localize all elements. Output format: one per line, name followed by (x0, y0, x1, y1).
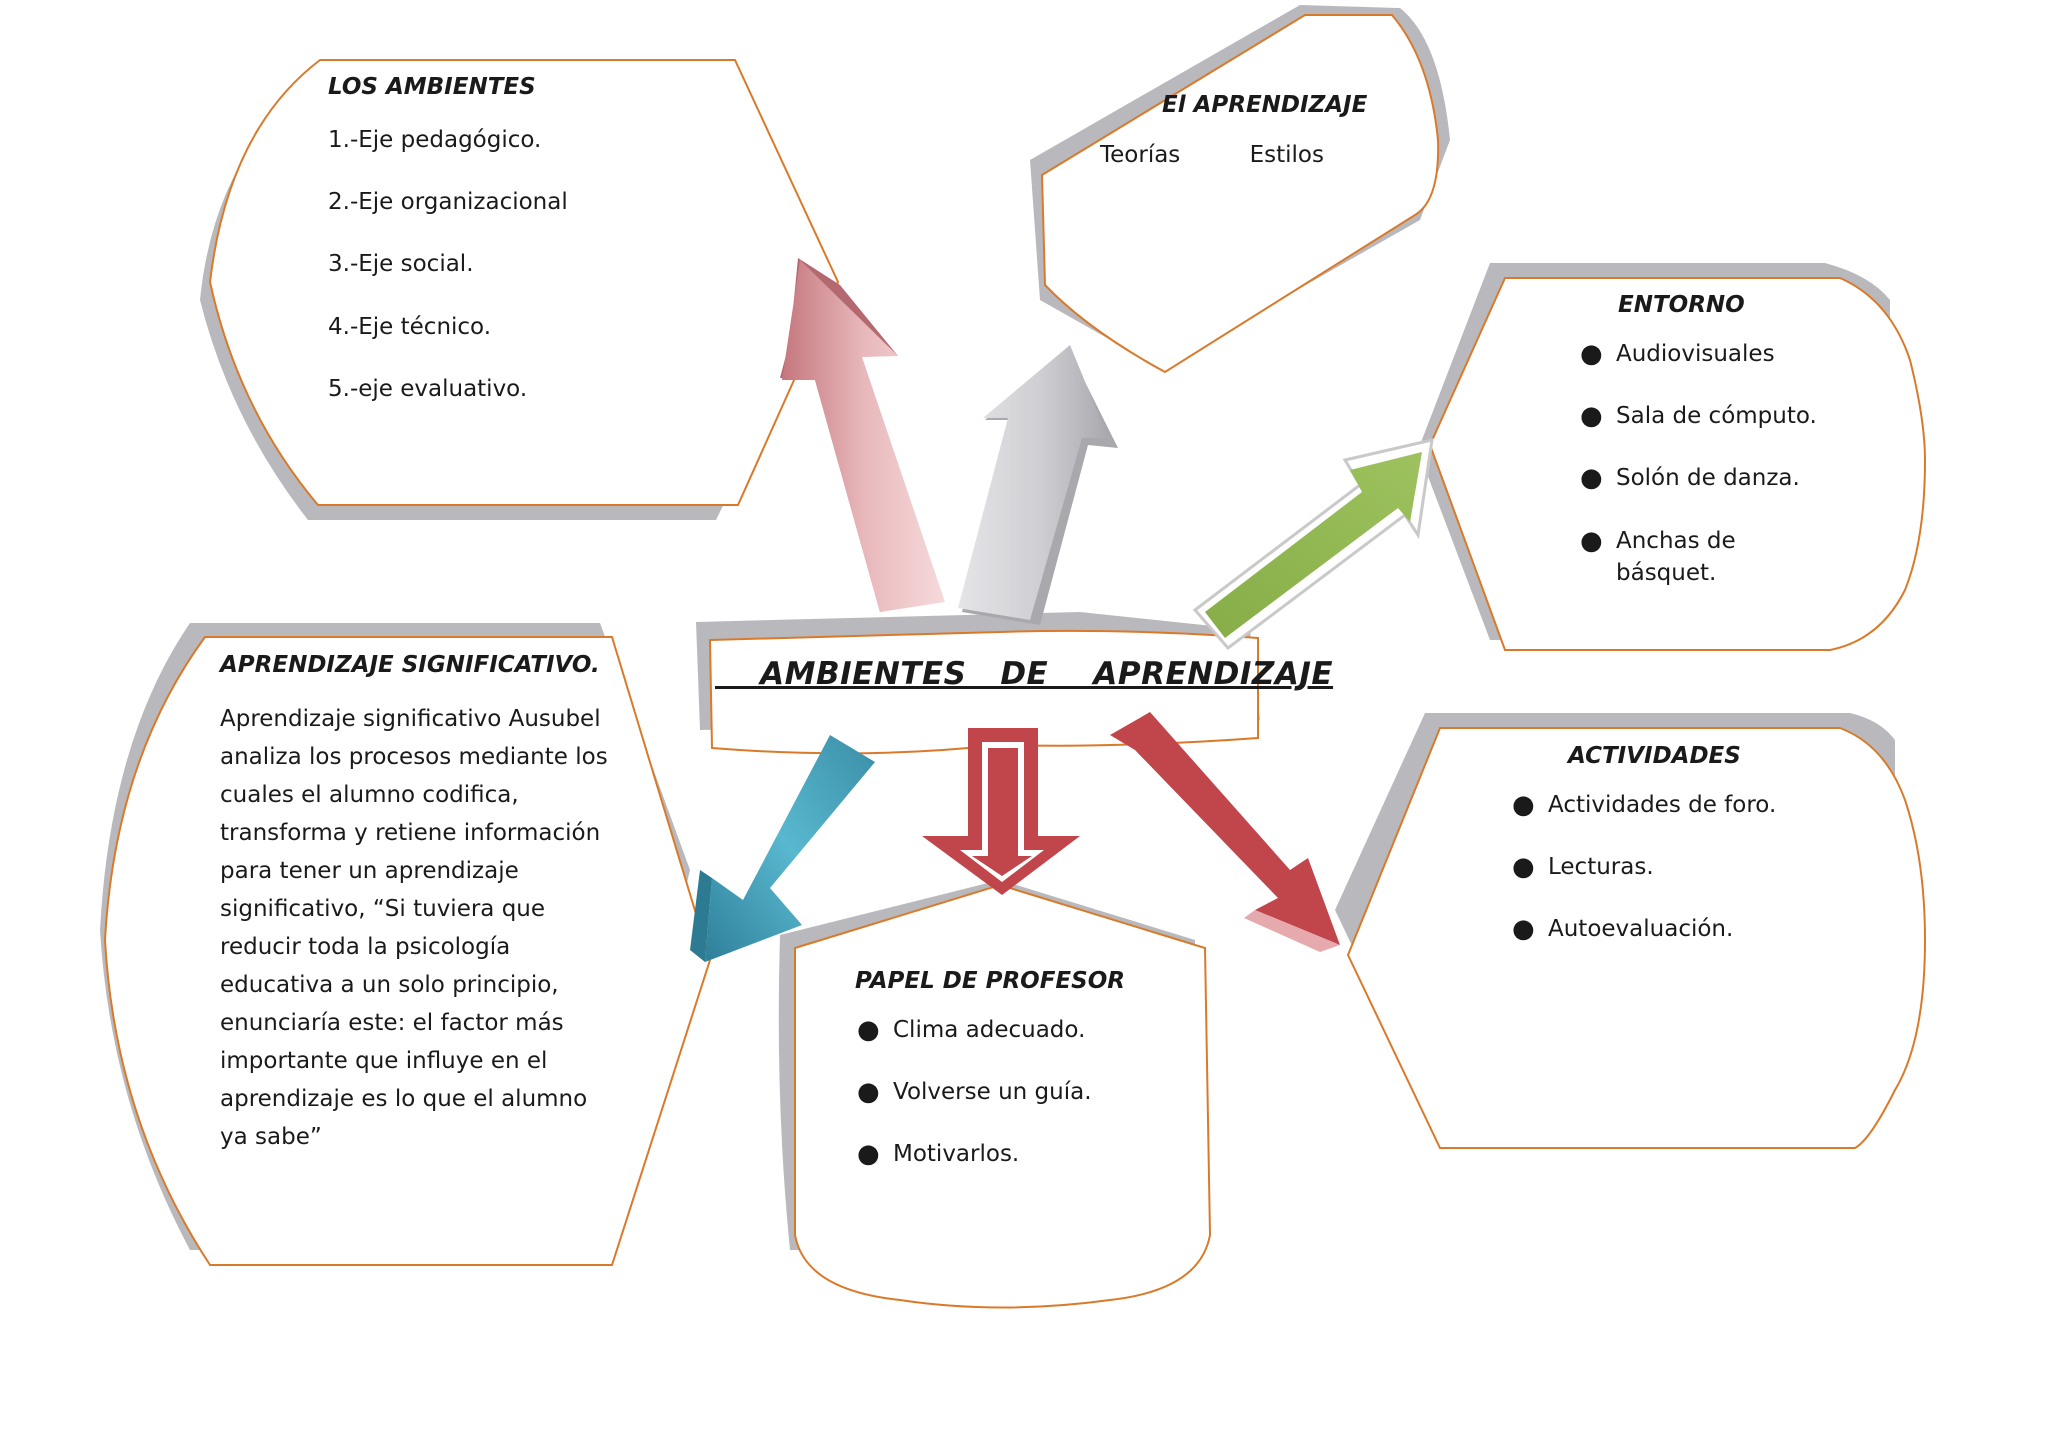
arrow-to-entorno (1192, 438, 1434, 651)
bullet-icon: ● (1512, 852, 1535, 883)
bullet-icon: ● (1512, 914, 1535, 945)
entorno-list: ●Audiovisuales ●Sala de cómputo. ●Solón … (1580, 338, 1836, 589)
papel-profesor-title: PAPEL DE PROFESOR (855, 968, 1125, 994)
arrow-to-aprendizaje-significativo (690, 735, 875, 962)
bullet-icon: ● (857, 1077, 880, 1108)
arrow-to-los-ambientes (780, 258, 945, 612)
actividades-item: ●Lecturas. (1512, 852, 1654, 883)
actividades-item: ●Actividades de foro. (1512, 790, 1777, 820)
los-ambientes-item: 3.-Eje social. (328, 251, 474, 278)
los-ambientes-item: 1.-Eje pedagógico. (328, 127, 542, 153)
panel-aprendizaje-significativo-shape (100, 623, 712, 1266)
actividades-title: ACTIVIDADES (1568, 743, 1741, 769)
papel-profesor-item: ●Clima adecuado. (857, 1015, 1086, 1045)
panel-aprendizaje-significativo: APRENDIZAJE SIGNIFICATIVO. Aprendizaje s… (220, 652, 620, 1156)
entorno-item: ●Anchas de básquet. (1580, 525, 1736, 586)
panel-entorno-shape (1418, 263, 1927, 651)
los-ambientes-item: 4.-Eje técnico. (328, 313, 492, 340)
panel-papel-profesor: PAPEL DE PROFESOR ●Clima adecuado. ●Volv… (855, 968, 1155, 1201)
arrow-to-el-aprendizaje (958, 345, 1118, 625)
arrow-to-actividades (1110, 712, 1340, 952)
papel-profesor-list: ●Clima adecuado. ●Volverse un guía. ●Mot… (857, 1014, 1155, 1171)
arrow-to-papel-profesor (922, 728, 1080, 895)
los-ambientes-title: LOS AMBIENTES (328, 74, 536, 100)
entorno-item: ●Audiovisuales (1580, 339, 1775, 369)
panel-el-aprendizaje: El APRENDIZAJE Teorías Estilos (1100, 92, 1400, 168)
los-ambientes-item: 5.-eje evaluativo. (328, 375, 528, 402)
el-aprendizaje-title: El APRENDIZAJE (1162, 92, 1368, 118)
papel-profesor-item: ●Volverse un guía. (857, 1077, 1092, 1108)
los-ambientes-item: 2.-Eje organizacional (328, 189, 568, 216)
el-aprendizaje-item-estilos: Estilos (1249, 142, 1324, 168)
panel-papel-profesor-shape (778, 880, 1212, 1309)
panel-los-ambientes-shape (200, 59, 840, 520)
bullet-icon: ● (1580, 339, 1603, 369)
el-aprendizaje-item-teorias: Teorías (1100, 142, 1181, 168)
center-title: AMBIENTES DE APRENDIZAJE (715, 656, 1334, 692)
panel-actividades-shape (1335, 713, 1927, 1149)
entorno-item: ●Solón de danza. (1580, 463, 1800, 494)
bullet-icon: ● (857, 1139, 880, 1170)
aprendizaje-significativo-body: Aprendizaje significativo Ausubel analiz… (220, 706, 608, 1150)
entorno-title: ENTORNO (1618, 292, 1745, 318)
bullet-icon: ● (857, 1015, 880, 1045)
entorno-item: ●Sala de cómputo. (1580, 401, 1817, 432)
panel-entorno: ENTORNO ●Audiovisuales ●Sala de cómputo.… (1580, 292, 1898, 619)
bullet-icon: ● (1580, 401, 1603, 432)
los-ambientes-list: 1.-Eje pedagógico. 2.-Eje organizacional… (328, 124, 748, 405)
panel-actividades: ACTIVIDADES ●Actividades de foro. ●Lectu… (1512, 743, 1868, 976)
bullet-icon: ● (1512, 790, 1535, 820)
panel-el-aprendizaje-shape (1030, 5, 1450, 374)
bullet-icon: ● (1580, 525, 1603, 556)
actividades-list: ●Actividades de foro. ●Lecturas. ●Autoev… (1512, 789, 1868, 946)
bullet-icon: ● (1580, 463, 1603, 494)
el-aprendizaje-items: Teorías Estilos (1100, 142, 1400, 168)
panel-los-ambientes: LOS AMBIENTES 1.-Eje pedagógico. 2.-Eje … (328, 74, 748, 435)
actividades-item: ●Autoevaluación. (1512, 914, 1734, 945)
aprendizaje-significativo-title: APRENDIZAJE SIGNIFICATIVO. (220, 652, 600, 678)
papel-profesor-item: ●Motivarlos. (857, 1139, 1020, 1170)
